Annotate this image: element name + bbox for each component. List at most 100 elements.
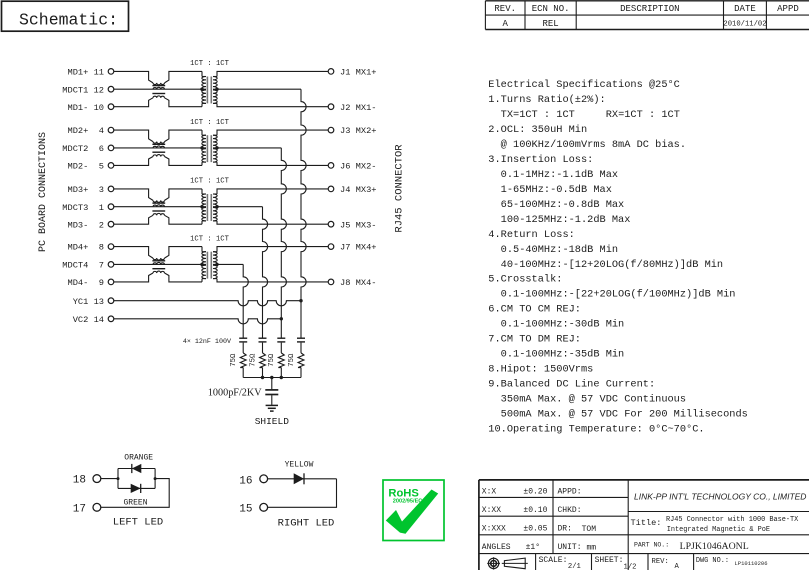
svg-text:Electrical Specifications @25°: Electrical Specifications @25°C: [488, 79, 680, 91]
svg-text:CHKD:: CHKD:: [558, 506, 582, 515]
svg-text:75Ω: 75Ω: [249, 353, 257, 367]
svg-text:1CT : 1CT: 1CT : 1CT: [190, 235, 230, 243]
svg-text:8.Hipot: 1500Vrms: 8.Hipot: 1500Vrms: [488, 364, 593, 376]
svg-text:1CT : 1CT: 1CT : 1CT: [190, 178, 230, 186]
svg-text:APPD:: APPD:: [558, 487, 582, 496]
svg-text:4.Return Loss:: 4.Return Loss:: [488, 229, 575, 241]
svg-text:DATE: DATE: [734, 4, 756, 14]
svg-text:Schematic:: Schematic:: [19, 10, 118, 29]
svg-text:2.OCL: 350uH Min: 2.OCL: 350uH Min: [488, 124, 587, 136]
svg-text:REL: REL: [542, 19, 558, 29]
svg-text:MD1+ 11: MD1+ 11: [68, 68, 105, 78]
svg-text:X:XX: X:XX: [482, 506, 501, 515]
svg-text:Integrated Magnetic & PoE: Integrated Magnetic & PoE: [667, 526, 770, 534]
svg-text:REV.: REV.: [494, 4, 516, 14]
svg-text:@ 100KHz/100mVrms 8mA DC bias.: @ 100KHz/100mVrms 8mA DC bias.: [501, 139, 686, 151]
svg-text:REV:: REV:: [652, 558, 669, 566]
svg-text:MD3+ 3: MD3+ 3: [68, 185, 105, 195]
svg-text:RoHS: RoHS: [388, 488, 419, 500]
svg-text:RJ45 Connector with 1000 Base-: RJ45 Connector with 1000 Base-TX: [666, 516, 799, 524]
svg-text:500mA Max. @ 57 VDC For 200 Mi: 500mA Max. @ 57 VDC For 200 Milliseconds: [501, 409, 748, 421]
svg-text:LPJK1046AONL: LPJK1046AONL: [680, 541, 749, 552]
svg-text:J7 MX4+: J7 MX4+: [340, 243, 377, 253]
svg-text:DR:: DR:: [558, 524, 572, 533]
svg-text:1.Turns Ratio(±2%):: 1.Turns Ratio(±2%):: [488, 94, 605, 106]
svg-text:RIGHT LED: RIGHT LED: [278, 518, 335, 530]
svg-text:J6 MX2-: J6 MX2-: [340, 162, 377, 172]
svg-text:RX=1CT : 1CT: RX=1CT : 1CT: [606, 109, 680, 121]
svg-text:±0.10: ±0.10: [523, 506, 547, 515]
svg-text:PART NO.:: PART NO.:: [634, 541, 669, 548]
svg-text:1CT : 1CT: 1CT : 1CT: [190, 60, 230, 68]
svg-text:3.Insertion Loss:: 3.Insertion Loss:: [488, 154, 593, 166]
svg-text:UNIT:: UNIT:: [558, 543, 582, 552]
svg-text:PC BOARD CONNECTIONS: PC BOARD CONNECTIONS: [38, 132, 49, 252]
svg-text:0.1-100MHz:-[22+20LOG(f/100MHz: 0.1-100MHz:-[22+20LOG(f/100MHz)]dB Min: [501, 289, 736, 301]
svg-text:MD3- 2: MD3- 2: [68, 220, 105, 230]
svg-text:15: 15: [239, 503, 252, 515]
svg-text:75Ω: 75Ω: [288, 353, 296, 367]
svg-text:2/1: 2/1: [568, 563, 581, 570]
svg-text:mm: mm: [587, 544, 597, 553]
svg-text:YC1 13: YC1 13: [73, 297, 104, 307]
svg-text:LINK-PP INT'L TECHNOLOGY CO.,: LINK-PP INT'L TECHNOLOGY CO., LIMITED: [634, 491, 806, 501]
svg-text:0.1-100MHz:-30dB Min: 0.1-100MHz:-30dB Min: [501, 319, 625, 331]
svg-text:VC2 14: VC2 14: [73, 315, 104, 325]
svg-text:10.Operating Temperature: 0°C~: 10.Operating Temperature: 0°C~70°C.: [488, 424, 704, 436]
svg-text:1000pF/2KV: 1000pF/2KV: [208, 388, 262, 399]
svg-text:6.CM TO CM REJ:: 6.CM TO CM REJ:: [488, 304, 581, 316]
svg-text:DESCRIPTION: DESCRIPTION: [620, 4, 679, 14]
svg-text:0.5-40MHz:-18dB Min: 0.5-40MHz:-18dB Min: [501, 244, 618, 256]
svg-text:MDCT3 1: MDCT3 1: [62, 203, 104, 213]
svg-text:MD1- 10: MD1- 10: [68, 103, 105, 113]
svg-text:J2 MX1-: J2 MX1-: [340, 103, 377, 113]
svg-text:X:XXX: X:XXX: [482, 524, 506, 533]
svg-text:75Ω: 75Ω: [230, 353, 238, 367]
svg-text:J5 MX3-: J5 MX3-: [340, 220, 377, 230]
svg-text:5.Crosstalk:: 5.Crosstalk:: [488, 274, 562, 286]
svg-text:75Ω: 75Ω: [268, 353, 276, 367]
svg-text:1/2: 1/2: [624, 564, 637, 570]
svg-text:17: 17: [73, 503, 86, 515]
svg-text:J8 MX4-: J8 MX4-: [340, 278, 377, 288]
svg-text:18: 18: [73, 475, 86, 487]
svg-text:J1 MX1+: J1 MX1+: [340, 68, 377, 78]
svg-text:Title:: Title:: [631, 518, 662, 528]
svg-text:YELLOW: YELLOW: [285, 461, 314, 470]
svg-text:±0.05: ±0.05: [523, 524, 547, 533]
svg-text:J3 MX2+: J3 MX2+: [340, 126, 377, 136]
svg-text:A: A: [502, 19, 508, 29]
svg-text:TOM: TOM: [582, 525, 597, 534]
svg-text:16: 16: [239, 475, 252, 487]
svg-text:65-100MHz:-0.8dB Max: 65-100MHz:-0.8dB Max: [501, 199, 625, 211]
svg-text:40-100MHz:-[12+20LOG(f/80MHz)]: 40-100MHz:-[12+20LOG(f/80MHz)]dB Min: [501, 259, 723, 271]
svg-text:MD4+ 8: MD4+ 8: [68, 243, 105, 253]
svg-text:0.1-1MHz:-1.1dB Max: 0.1-1MHz:-1.1dB Max: [501, 169, 618, 181]
svg-text:MDCT4 7: MDCT4 7: [62, 261, 104, 271]
svg-text:A: A: [675, 563, 680, 570]
svg-text:SCALE:: SCALE:: [539, 556, 568, 565]
svg-text:LEFT LED: LEFT LED: [113, 516, 163, 528]
svg-text:LP10110206: LP10110206: [735, 560, 768, 567]
svg-text:RJ45 CONNECTOR: RJ45 CONNECTOR: [394, 144, 406, 233]
svg-text:4× 12nF 100V: 4× 12nF 100V: [183, 338, 231, 346]
svg-text:ORANGE: ORANGE: [124, 453, 153, 462]
svg-text:TX=1CT : 1CT: TX=1CT : 1CT: [501, 109, 575, 121]
svg-text:ANGLES: ANGLES: [482, 543, 511, 552]
svg-text:100-125MHz:-1.2dB Max: 100-125MHz:-1.2dB Max: [501, 214, 631, 226]
svg-text:SHEET:: SHEET:: [595, 556, 624, 565]
svg-text:±1°: ±1°: [526, 543, 540, 552]
svg-text:2002/95/EC: 2002/95/EC: [393, 498, 423, 504]
svg-text:ECN NO.: ECN NO.: [532, 4, 570, 14]
svg-text:9.Balanced DC Line Current:: 9.Balanced DC Line Current:: [488, 379, 655, 391]
svg-text:±0.20: ±0.20: [523, 487, 547, 496]
svg-text:MD4- 9: MD4- 9: [68, 278, 105, 288]
svg-text:1-65MHz:-0.5dB Max: 1-65MHz:-0.5dB Max: [501, 184, 612, 196]
svg-text:APPD: APPD: [777, 4, 799, 14]
svg-text:DWG NO.:: DWG NO.:: [696, 557, 729, 565]
svg-text:350mA Max. @ 57 VDC Continuous: 350mA Max. @ 57 VDC Continuous: [501, 394, 686, 406]
svg-text:X:X: X:X: [482, 487, 497, 496]
svg-text:MDCT1 12: MDCT1 12: [62, 85, 104, 95]
svg-text:GREEN: GREEN: [123, 498, 147, 507]
svg-text:7.CM TO DM REJ:: 7.CM TO DM REJ:: [488, 334, 581, 346]
